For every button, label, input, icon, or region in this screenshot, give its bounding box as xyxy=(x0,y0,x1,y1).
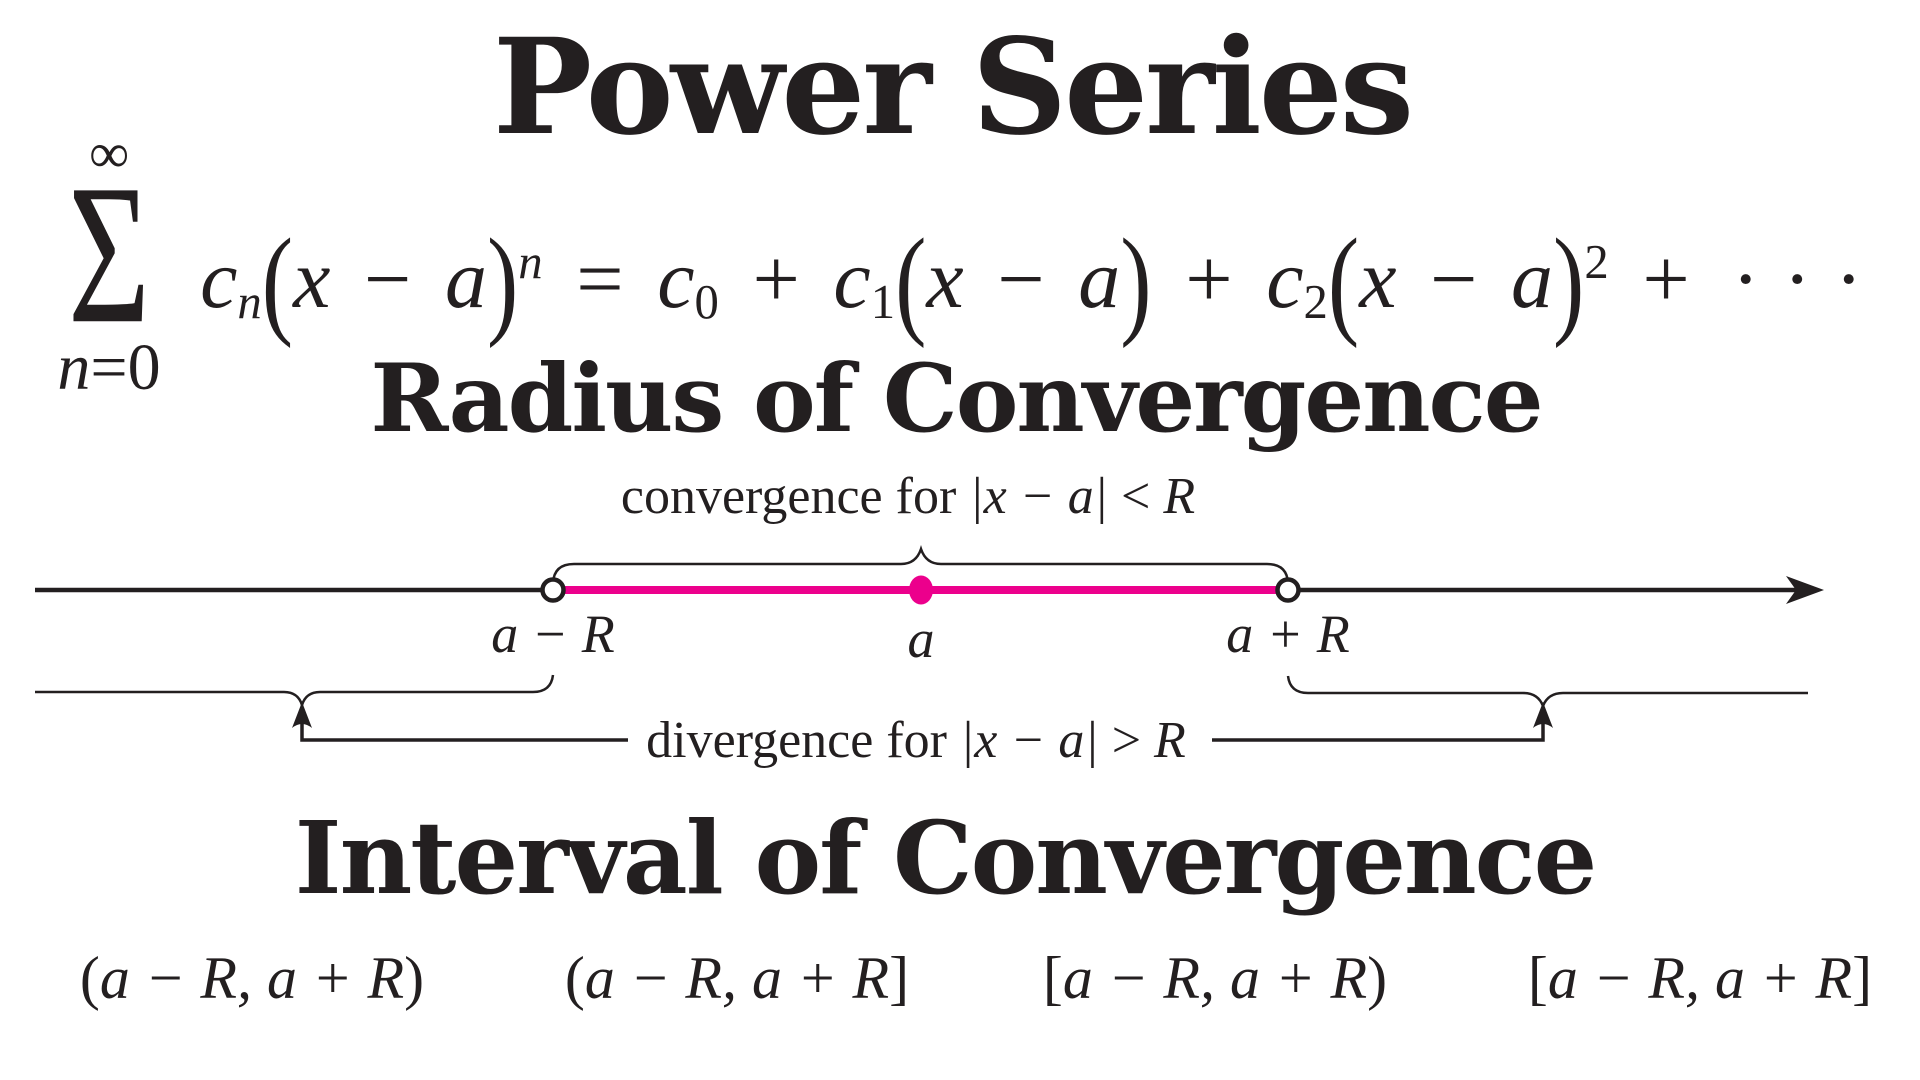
term-a: a xyxy=(444,233,487,327)
minus-operator: − xyxy=(997,233,1045,327)
divergence-bound: R xyxy=(1154,712,1186,769)
convergence-prefix: convergence for xyxy=(620,468,970,525)
number-line-arrowhead-icon xyxy=(1786,576,1824,604)
open-bracket: [ xyxy=(1527,945,1548,1011)
power-series-formula: ∞ Σ n=0 cn(x−a)n=c0+c1(x−a)+c2(x−a)2+··· xyxy=(52,126,1886,401)
open-paren: ( xyxy=(261,214,294,350)
interval-notation-open-closed: (a − R, a + R] xyxy=(565,948,909,1008)
convergence-condition-label: convergence for |x − a| < R xyxy=(621,468,1195,525)
left-point-label: a − R xyxy=(491,604,615,664)
left-pointer-arrowhead-icon xyxy=(292,702,312,728)
term-x: x xyxy=(1359,233,1397,327)
left-endpoint-open-circle xyxy=(540,577,566,603)
interval-notation-closed-closed: [a − R, a + R] xyxy=(1528,948,1872,1008)
divergence-relation: > xyxy=(1098,712,1155,769)
interval-body: a − R, a + R xyxy=(1062,945,1368,1011)
exponent-2: 2 xyxy=(1584,235,1609,289)
close-paren: ) xyxy=(1120,214,1152,350)
term-c2: c xyxy=(1266,233,1304,327)
exponent-n: n xyxy=(518,235,543,289)
divergence-prefix: divergence for xyxy=(646,712,960,769)
center-point-dot xyxy=(909,575,933,605)
close-bracket: ] xyxy=(1852,945,1873,1011)
lower-limit: n=0 xyxy=(57,335,160,401)
term-x: x xyxy=(293,233,331,327)
right-point-label: a + R xyxy=(1226,604,1350,664)
minus-operator: − xyxy=(363,233,412,327)
center-point-label: a xyxy=(907,609,935,669)
divergence-condition-label: divergence for |x − a| > R xyxy=(646,712,1186,769)
close-paren: ) xyxy=(1553,214,1585,350)
equals-operator: = xyxy=(576,233,624,327)
open-bracket: ( xyxy=(79,945,100,1011)
upper-limit-infinity: ∞ xyxy=(89,123,129,185)
convergence-brace xyxy=(551,545,1290,584)
ellipsis-dots: ··· xyxy=(1731,233,1887,327)
right-divergence-brace xyxy=(1286,675,1808,710)
right-endpoint-open-circle xyxy=(1275,577,1301,603)
plus-operator: + xyxy=(1185,233,1233,327)
interval-body: a − R, a + R xyxy=(1547,945,1853,1011)
page-title: Power Series xyxy=(492,10,1414,165)
interval-notation-closed-open: [a − R, a + R) xyxy=(1043,948,1387,1008)
term-c1: c xyxy=(833,233,871,327)
convergence-relation: < xyxy=(1108,468,1164,525)
close-bracket: ) xyxy=(1367,945,1388,1011)
open-bracket: [ xyxy=(1042,945,1063,1011)
plus-operator: + xyxy=(752,233,800,327)
term-c0-subscript: 0 xyxy=(694,274,719,329)
left-pointer-line xyxy=(300,713,628,742)
term-x: x xyxy=(926,233,964,327)
minus-operator: − xyxy=(1430,233,1478,327)
interval-body: a − R, a + R xyxy=(99,945,405,1011)
interval-notation-open-open: (a − R, a + R) xyxy=(80,948,424,1008)
divergence-expression: |x − a| xyxy=(959,712,1099,769)
close-bracket: ] xyxy=(889,945,910,1011)
interval-of-convergence-heading: Interval of Convergence xyxy=(294,799,1597,917)
interval-body: a − R, a + R xyxy=(584,945,890,1011)
radius-of-convergence-heading: Radius of Convergence xyxy=(370,344,1543,454)
open-paren: ( xyxy=(895,214,927,350)
summation-symbol: ∞ Σ n=0 xyxy=(52,126,166,401)
lower-limit-value: =0 xyxy=(90,331,161,405)
right-pointer-arrowhead-icon xyxy=(1533,702,1553,728)
close-paren: ) xyxy=(486,214,519,350)
term-cn: c xyxy=(200,233,238,327)
open-paren: ( xyxy=(1327,214,1360,350)
term-c2-subscript: 2 xyxy=(1303,274,1328,329)
term-a: a xyxy=(1078,233,1121,327)
left-divergence-brace xyxy=(35,674,555,710)
convergence-expression: |x − a| xyxy=(969,468,1109,525)
term-c0: c xyxy=(657,233,695,327)
term-a: a xyxy=(1511,233,1554,327)
close-bracket: ) xyxy=(404,945,425,1011)
formula-terms: cn(x−a)n=c0+c1(x−a)+c2(x−a)2+··· xyxy=(200,221,1886,343)
convergence-bound: R xyxy=(1163,468,1196,525)
open-bracket: ( xyxy=(564,945,585,1011)
term-cn-subscript: n xyxy=(237,274,262,329)
plus-operator: + xyxy=(1642,233,1690,327)
term-c1-subscript: 1 xyxy=(870,274,896,329)
right-pointer-line xyxy=(1212,713,1545,742)
sigma-icon: Σ xyxy=(67,143,151,366)
lower-limit-index: n xyxy=(57,331,91,405)
